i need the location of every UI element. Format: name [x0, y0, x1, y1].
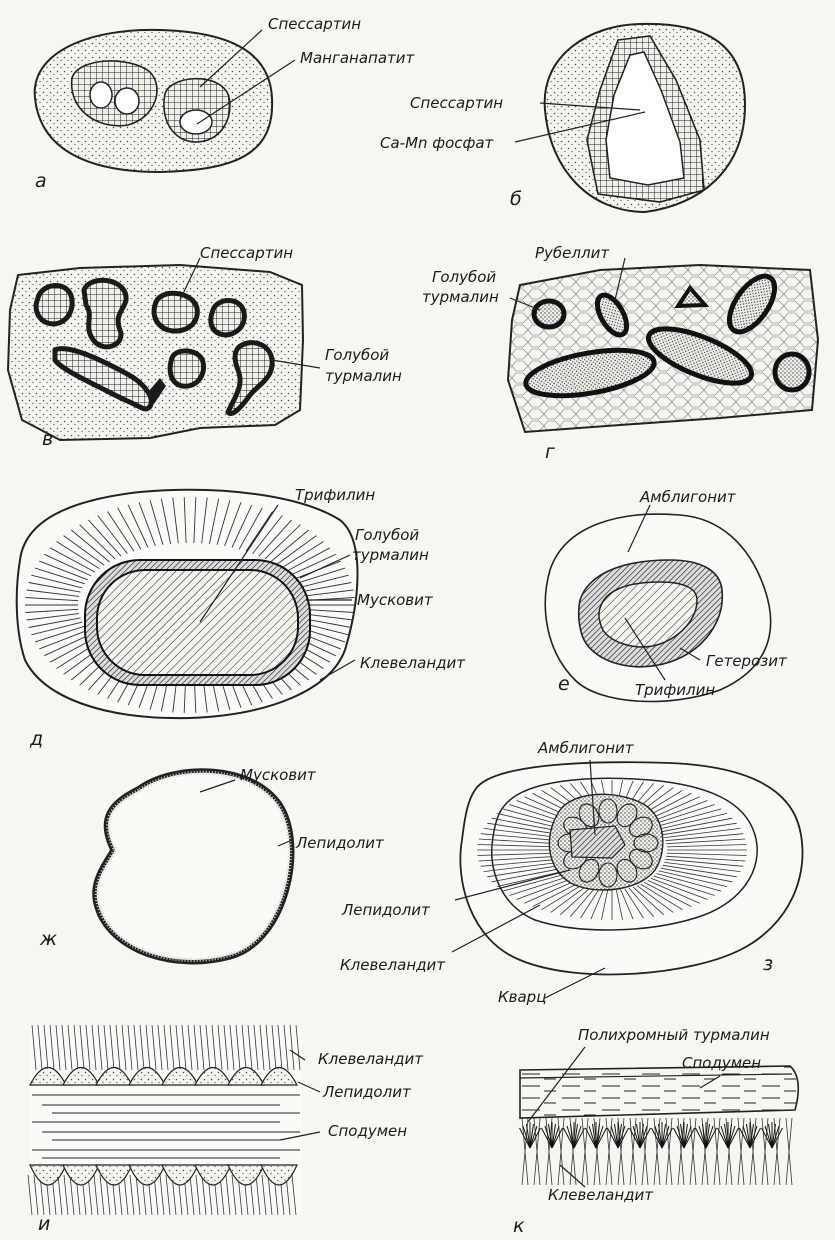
- panel-d-letter: д: [29, 728, 43, 750]
- panel-k-label-cleavelandite: Клевеландит: [548, 1186, 654, 1204]
- panel-e-label-amblygonite: Амблигонит: [639, 488, 737, 506]
- panel-d-label-muscovite: Мусковит: [357, 591, 434, 609]
- panel-v-garnet-4: [211, 301, 245, 335]
- panel-k-label-spodumene: Сподумен: [682, 1054, 761, 1072]
- panel-g-tourmaline-round-1: [534, 301, 564, 327]
- panel-z-label-cleavelandite: Клевеландит: [340, 956, 446, 974]
- panel-a-apatite-2: [115, 88, 139, 114]
- panel-e-label-heterosite: Гетерозит: [706, 652, 788, 670]
- panel-z-amblygonite-core: [570, 826, 625, 858]
- panel-d-label-cleavelandite: Клевеландит: [360, 654, 466, 672]
- panel-g: Рубеллит Голубой турмалин г: [422, 244, 818, 463]
- panel-z-label-lepidolite: Лепидолит: [341, 901, 431, 919]
- panel-i: Клевеландит Лепидолит Сподумен и: [28, 1025, 424, 1235]
- panel-i-label-cleavelandite: Клевеландит: [318, 1050, 424, 1068]
- panel-b-label-phosphate: Ca-Mn фосфат: [380, 134, 495, 152]
- panel-v-label-tourmaline-1: Голубой: [325, 346, 389, 364]
- panel-a: Спессартин Манганапатит а: [35, 15, 416, 192]
- panel-zh-letter: ж: [39, 928, 57, 950]
- panel-v: Спессартин Голубой турмалин в: [8, 244, 402, 450]
- panel-i-label-lepidolite: Лепидолит: [322, 1083, 412, 1101]
- panel-zh: Мусковит Лепидолит ж: [39, 766, 385, 960]
- panel-zh-label-lepidolite: Лепидолит: [295, 834, 385, 852]
- panel-v-label-tourmaline-2: турмалин: [325, 367, 402, 385]
- panel-g-label-tourmaline-1: Голубой: [432, 268, 496, 286]
- panel-v-garnet-3: [154, 293, 197, 331]
- panel-k-letter: к: [513, 1215, 525, 1237]
- panel-e-label-triphylite: Трифилин: [635, 681, 715, 699]
- panel-v-label-spessartine: Спессартин: [200, 244, 293, 262]
- panel-i-letter: и: [38, 1213, 50, 1235]
- panel-i-label-spodumene: Сподумен: [328, 1122, 407, 1140]
- panel-zh-lepidolite-rim-inner: [97, 773, 290, 960]
- panel-z-label-quartz: Кварц: [498, 988, 546, 1006]
- panel-k: Полихромный турмалин Сподумен Клевеланди…: [513, 1026, 798, 1237]
- panel-g-letter: г: [545, 441, 556, 463]
- panel-e-letter: е: [558, 673, 570, 695]
- panel-d-label-triphylite: Трифилин: [295, 486, 375, 504]
- panel-zh-label-muscovite: Мусковит: [240, 766, 317, 784]
- panel-g-tourmaline-round-2: [775, 354, 809, 390]
- panel-e: Амблигонит Гетерозит Трифилин е: [545, 488, 788, 701]
- panel-a-label-spessartine: Спессартин: [268, 15, 361, 33]
- panel-a-letter: а: [35, 170, 47, 192]
- panel-d-label-tourmaline-2: турмалин: [352, 546, 429, 564]
- panel-v-letter: в: [42, 428, 53, 450]
- panel-g-label-tourmaline-2: турмалин: [422, 288, 499, 306]
- panel-v-garnet-5: [170, 351, 203, 386]
- panel-a-label-manganapatite: Манганапатит: [300, 49, 415, 67]
- panel-d-label-tourmaline-1: Голубой: [355, 526, 419, 544]
- panel-d-triphylite-core: [97, 570, 298, 675]
- panel-a-apatite-1: [90, 82, 112, 108]
- panel-k-spodumene-crystal: [520, 1066, 798, 1118]
- panel-k-label-polychrome-tourmaline: Полихромный турмалин: [578, 1026, 770, 1044]
- panel-v-garnet-2: [84, 280, 126, 347]
- panel-z: Амблигонит Лепидолит Клевеландит Кварц з: [340, 739, 803, 1006]
- panel-g-label-rubellite: Рубеллит: [535, 244, 610, 262]
- panel-z-label-amblygonite: Амблигонит: [537, 739, 635, 757]
- panel-b: Спессартин Ca-Mn фосфат б: [380, 24, 745, 212]
- panel-z-letter: з: [763, 953, 773, 975]
- panel-b-label-spessartine: Спессартин: [410, 94, 503, 112]
- panel-a-apatite-3: [180, 110, 212, 134]
- panel-v-garnet-1: [36, 286, 72, 324]
- panel-d: Трифилин Голубой турмалин Мусковит Клеве…: [17, 486, 467, 750]
- panel-b-letter: б: [510, 188, 522, 210]
